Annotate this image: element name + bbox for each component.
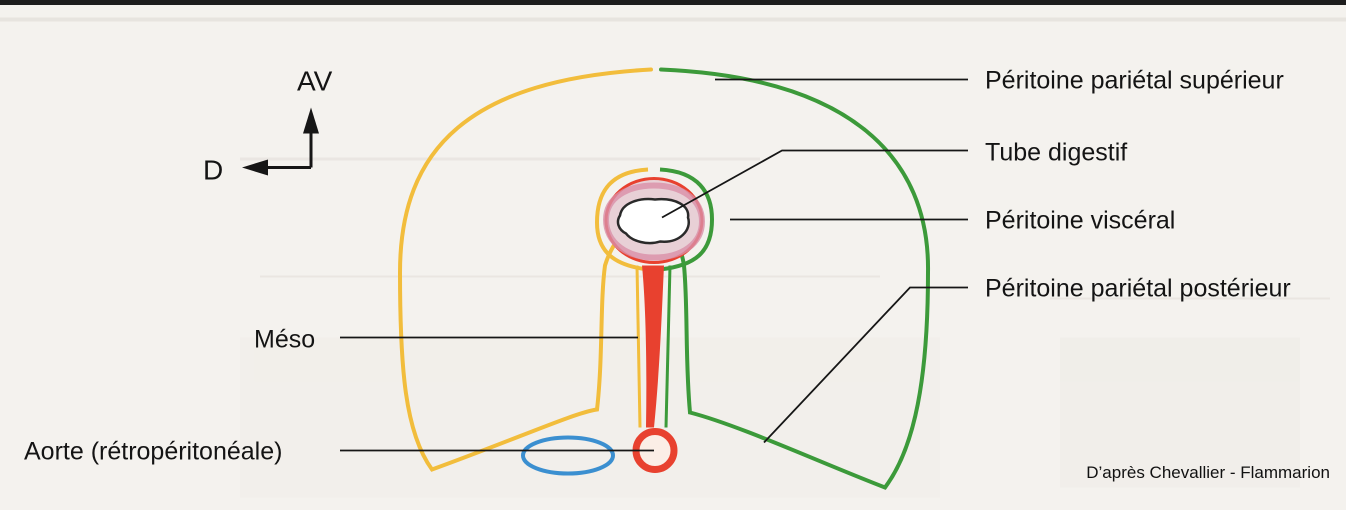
label-meso: Méso: [254, 326, 315, 354]
bleed-line: [0, 18, 1346, 22]
bleed-line: [260, 276, 880, 278]
label-parietal-superior: Péritoine pariétal supérieur: [985, 67, 1284, 95]
av-arrow-head: [303, 108, 319, 134]
bleed-block: [240, 338, 940, 498]
label-aorte: Aorte (rétropéritonéale): [24, 438, 282, 466]
source-credit: D’après Chevallier - Flammarion: [1086, 463, 1330, 483]
label-tube-digestif: Tube digestif: [985, 139, 1127, 167]
bleed-line: [240, 158, 760, 161]
peritoneum-diagram: AV D Péritoi: [0, 5, 1346, 510]
leader-tube-digestif: [662, 151, 968, 218]
orientation-indicator: AV D: [203, 66, 333, 186]
d-arrow-head: [242, 160, 268, 176]
label-parietal-posterior: Péritoine pariétal postérieur: [985, 275, 1291, 303]
d-label: D: [203, 155, 223, 186]
label-visceral: Péritoine viscéral: [985, 207, 1175, 235]
gut-lumen: [618, 199, 689, 243]
av-label: AV: [297, 66, 333, 97]
